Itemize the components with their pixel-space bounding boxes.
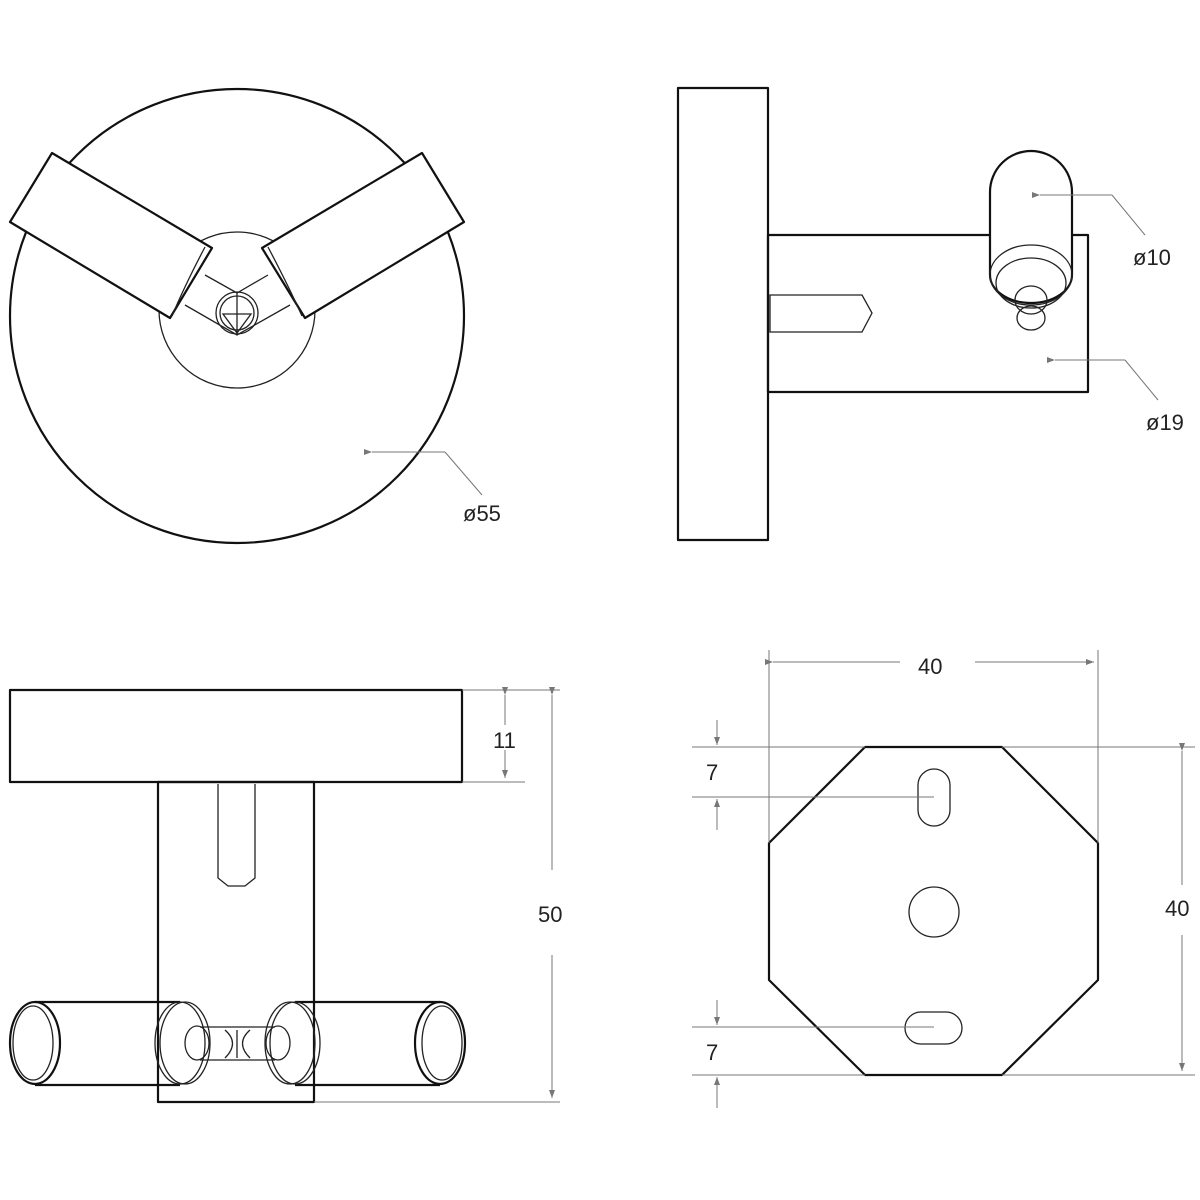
screw (217, 784, 256, 887)
octagon-plate (767, 745, 1100, 1077)
base-plate (8, 688, 464, 784)
base-disc (8, 87, 466, 545)
width-40-label: 40 (918, 654, 942, 679)
left-arm (8, 151, 214, 320)
right-arm (260, 151, 466, 320)
body (156, 780, 316, 1104)
top-offset-7-label: 7 (706, 760, 718, 785)
bottom-offset-7-label: 7 (706, 1040, 718, 1065)
bottom-slot (904, 1011, 963, 1045)
diameter-10-label: ø10 (1133, 245, 1171, 270)
screw (769, 294, 873, 333)
diameter-55-label: ø55 (463, 501, 501, 526)
depth-50-label: 50 (538, 902, 562, 927)
diameter-19-label: ø19 (1146, 410, 1184, 435)
front-view: ø55 (8, 87, 501, 545)
thickness-11-label: 11 (493, 728, 516, 753)
base-plate (676, 86, 770, 542)
center-hole (908, 886, 960, 938)
side-view: ø10 ø19 (676, 86, 1184, 542)
tube (766, 233, 1090, 394)
mount-plate-view: 40 40 7 7 (692, 650, 1195, 1108)
hook (988, 149, 1074, 305)
bottom-view: 11 50 (8, 687, 562, 1104)
height-40-label: 40 (1165, 896, 1189, 921)
